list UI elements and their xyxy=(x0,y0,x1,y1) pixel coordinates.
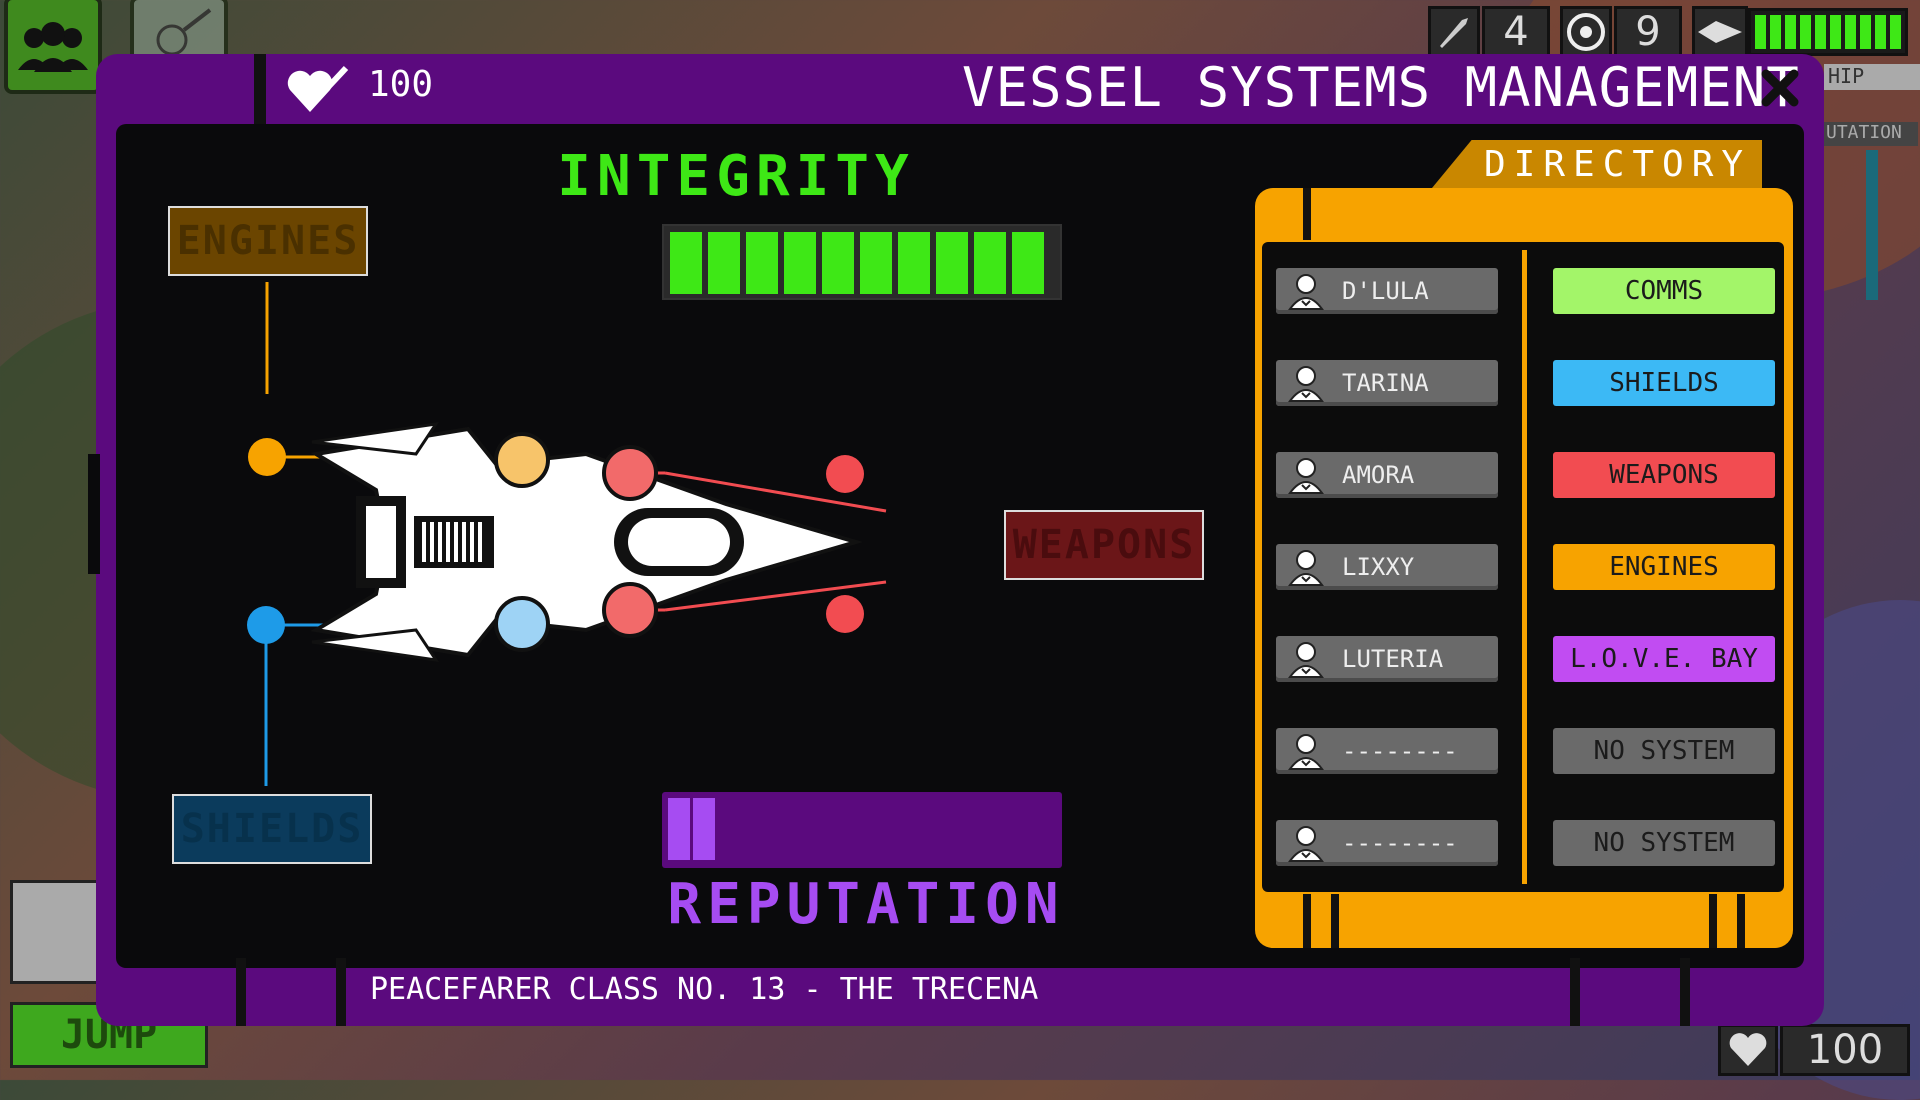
directory-title: DIRECTORY xyxy=(1484,144,1752,185)
reputation-segment xyxy=(668,798,690,860)
integrity-segment xyxy=(670,232,702,294)
shields-node-outer xyxy=(247,606,285,644)
crew-icon xyxy=(18,22,88,72)
crew-slot[interactable]: -------- xyxy=(1276,728,1498,774)
crew-slot[interactable]: -------- xyxy=(1276,820,1498,866)
system-name: L.O.V.E. BAY xyxy=(1570,644,1758,674)
crew-button[interactable] xyxy=(4,0,102,94)
system-slot[interactable]: ENGINES xyxy=(1553,544,1775,590)
hearts-count: 100 xyxy=(1780,1024,1910,1076)
crew-slot[interactable]: LUTERIA xyxy=(1276,636,1498,682)
crew-member-icon xyxy=(1288,550,1324,586)
footer-bar: PEACEFARER CLASS NO. 13 - THE TRECENA xyxy=(96,958,1824,1026)
crew-member-icon xyxy=(1288,826,1324,862)
integrity-segment xyxy=(860,232,892,294)
integrity-segment xyxy=(822,232,854,294)
weapons-link-bottom xyxy=(664,580,887,612)
ship-hull-icon xyxy=(1692,6,1748,58)
weapons-node-bottom xyxy=(826,595,864,633)
ship-diagram xyxy=(247,282,887,786)
ship-sprite xyxy=(310,422,864,662)
vessel-name: PEACEFARER CLASS NO. 13 - THE TRECENA xyxy=(370,972,1039,1007)
system-name: COMMS xyxy=(1624,276,1704,306)
missile-icon xyxy=(1428,6,1480,58)
reputation-label: REPUTATION xyxy=(667,872,1065,937)
crew-name: D'LULA xyxy=(1342,277,1429,305)
ship-side-label: HIP xyxy=(1824,64,1920,90)
weapons-node-top-ship xyxy=(602,445,658,501)
crew-name: -------- xyxy=(1342,737,1458,765)
system-slot[interactable]: L.O.V.E. BAY xyxy=(1553,636,1775,682)
crew-member-icon xyxy=(1288,458,1324,494)
system-slot[interactable]: COMMS xyxy=(1553,268,1775,314)
system-name: NO SYSTEM xyxy=(1593,828,1735,858)
integrity-label: INTEGRITY xyxy=(557,144,915,209)
crew-name: AMORA xyxy=(1342,461,1415,489)
reputation-segment xyxy=(693,798,715,860)
heart-rocket-icon xyxy=(287,65,349,112)
weapons-label[interactable]: WEAPONS xyxy=(1004,510,1204,580)
directory-tab: DIRECTORY xyxy=(1432,140,1762,188)
crew-name: -------- xyxy=(1342,829,1458,857)
system-slot[interactable]: NO SYSTEM xyxy=(1553,820,1775,866)
integrity-segment xyxy=(784,232,816,294)
window-side-notch xyxy=(88,454,100,574)
reputation-bar xyxy=(662,792,1062,868)
system-slot[interactable]: SHIELDS xyxy=(1553,360,1775,406)
integrity-bar xyxy=(662,224,1062,300)
weapons-node-bottom-ship xyxy=(602,582,658,638)
crew-slot[interactable]: D'LULA xyxy=(1276,268,1498,314)
currency-count: 100 xyxy=(368,64,434,105)
engines-node-ship xyxy=(494,432,550,488)
system-slot[interactable]: NO SYSTEM xyxy=(1553,728,1775,774)
side-track xyxy=(1866,150,1878,300)
directory-divider xyxy=(1522,250,1527,884)
close-icon[interactable] xyxy=(1760,68,1800,108)
integrity-segment xyxy=(708,232,740,294)
title-divider xyxy=(254,54,266,124)
missile-count: 4 xyxy=(1482,6,1550,58)
integrity-segment xyxy=(974,232,1006,294)
crew-member-icon xyxy=(1288,642,1324,678)
reputation-side-label: UTATION xyxy=(1824,122,1918,146)
integrity-segment xyxy=(936,232,968,294)
hull-bar xyxy=(1748,8,1908,56)
system-name: ENGINES xyxy=(1609,552,1719,582)
hearts-icon xyxy=(1718,1024,1778,1076)
window-title: VESSEL SYSTEMS MANAGEMENT xyxy=(962,56,1800,119)
integrity-segment xyxy=(746,232,778,294)
crew-slot[interactable]: AMORA xyxy=(1276,452,1498,498)
crew-member-icon xyxy=(1288,366,1324,402)
engines-node-outer xyxy=(248,438,286,476)
weapons-link-top xyxy=(664,471,887,513)
system-name: NO SYSTEM xyxy=(1593,736,1735,766)
integrity-segment xyxy=(1012,232,1044,294)
system-slot[interactable]: WEAPONS xyxy=(1553,452,1775,498)
crew-slot[interactable]: TARINA xyxy=(1276,360,1498,406)
crew-name: TARINA xyxy=(1342,369,1429,397)
crew-slot[interactable]: LIXXY xyxy=(1276,544,1498,590)
crew-name: LIXXY xyxy=(1342,553,1415,581)
title-bar: 100 VESSEL SYSTEMS MANAGEMENT xyxy=(96,54,1824,124)
engines-label[interactable]: ENGINES xyxy=(168,206,368,276)
shields-node-ship xyxy=(494,596,550,652)
system-name: WEAPONS xyxy=(1609,460,1719,490)
weapons-node-top xyxy=(826,455,864,493)
crew-member-icon xyxy=(1288,734,1324,770)
crew-name: LUTERIA xyxy=(1342,645,1444,673)
target-count: 9 xyxy=(1614,6,1682,58)
system-name: SHIELDS xyxy=(1609,368,1719,398)
target-icon xyxy=(1560,6,1612,58)
ship-thumbnail-button[interactable] xyxy=(10,880,110,984)
crew-member-icon xyxy=(1288,274,1324,310)
shields-label[interactable]: SHIELDS xyxy=(172,794,372,864)
integrity-segment xyxy=(898,232,930,294)
